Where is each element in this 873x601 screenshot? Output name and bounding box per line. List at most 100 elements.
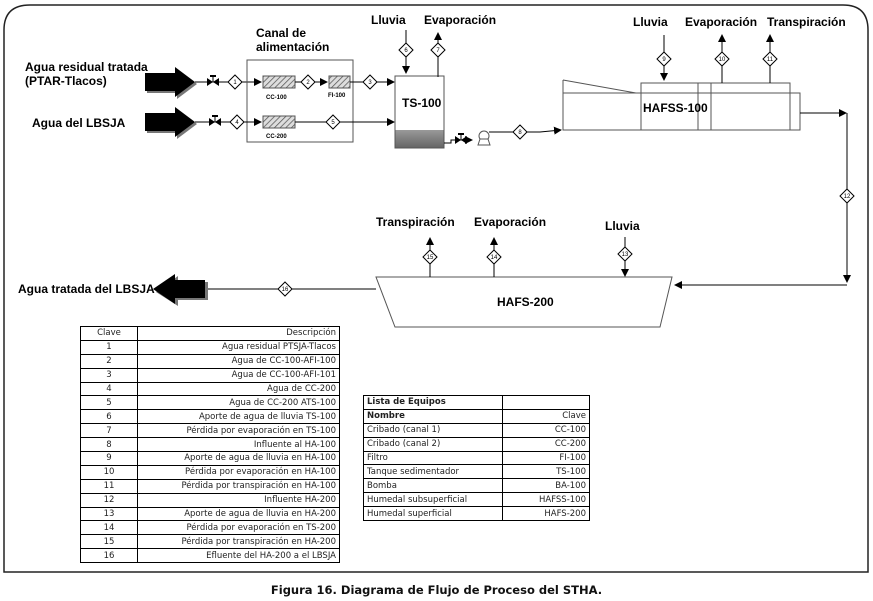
table-cell: HAFSS-100 [502,492,590,508]
cc100-label: CC-100 [266,95,287,101]
table-cell: Pérdida por transpiración en HA-100 [137,478,340,494]
hafs-rain-label: Lluvia [605,219,640,233]
table-cell: CC-100 [502,422,590,438]
table-cell: Agua de CC-200 [137,381,340,397]
table-cell: Aporte de agua de lluvia en HA-100 [137,451,340,466]
table-cell: Cribado (canal 1) [363,422,503,438]
hafss-evap-label: Evaporación [685,15,757,29]
canal-title: alimentación [256,40,329,54]
table-cell: 4 [80,381,138,397]
table-cell: CC-200 [502,436,590,452]
table-cell: 13 [80,506,138,522]
input-label-1a: Agua residual tratada [25,60,148,74]
table-cell: 8 [80,437,138,453]
stream-marker-12: 12 [839,188,855,204]
stream-marker-15: 15 [422,249,438,265]
table-cell: Agua de CC-100-AFI-101 [137,367,340,383]
table-cell: TS-100 [502,464,590,480]
stream-number: 12 [844,194,851,200]
table-cell: 15 [80,534,138,550]
stream-marker-16: 16 [277,281,293,297]
stream-number: 3 [368,80,372,86]
pump-icon [477,130,491,146]
stream-number: 1 [233,80,237,86]
ts-evap-label: Evaporación [424,13,496,27]
hafss100-label: HAFSS-100 [643,101,708,115]
table-cell: Aporte de agua de lluvia en HA-200 [137,506,340,522]
stream-marker-8: 8 [512,124,528,140]
table-cell: Pérdida por transpiración en HA-200 [137,534,340,550]
hafss100-wetland [562,79,801,131]
stream-number: 9 [662,57,666,63]
cc200-label: CC-200 [266,134,287,140]
valve-icon [209,115,221,126]
valve-icon [455,133,467,144]
table-cell: Agua de CC-100-AFI-100 [137,353,340,369]
stream-number: 14 [491,255,498,261]
fi100-filter [328,75,351,89]
hafss-transp-label: Transpiración [767,15,846,29]
hafs-evap-label: Evaporación [474,215,546,229]
table-cell: HAFS-200 [502,506,590,522]
stream-number: 5 [331,120,335,126]
stream-number: 15 [427,255,434,261]
stream-number: 6 [404,48,408,54]
input-label-1b: (PTAR-Tlacos) [25,74,107,88]
stream-number: 16 [282,287,289,293]
stream-number: 13 [622,252,629,258]
table-cell: Pérdida por evaporación en HA-100 [137,464,340,480]
ts100-sediment [395,130,444,148]
ts100-label: TS-100 [402,96,442,110]
table-cell: Tanque sedimentador [363,464,503,480]
table-cell: 5 [80,395,138,411]
table-cell: Influente HA-200 [137,492,340,508]
table-cell: Nombre [363,408,503,424]
cc200-screen [262,115,296,129]
stream-number: 10 [719,57,726,63]
table-row: Cribado (canal 1)CC-100 [363,422,590,438]
canal-title: Canal de [256,26,306,40]
stream-number: 4 [235,120,239,126]
table-cell: 10 [80,464,138,480]
table-cell: 16 [80,548,138,564]
big-arrow-icon [145,107,195,137]
stream-number: 11 [767,57,774,63]
table-cell: Clave [80,326,138,341]
table-cell: Cribado (canal 2) [363,436,503,452]
output-label: Agua tratada del LBSJA [18,282,155,296]
table-cell: Aporte de agua de lluvia TS-100 [137,409,340,425]
table-cell [502,395,590,410]
table-cell: Humedal superficial [363,506,503,522]
hafs-transp-label: Transpiración [376,215,455,229]
hafss-rain-label: Lluvia [633,15,668,29]
stream-number: 7 [436,48,440,54]
table-cell: Pérdida por evaporación en TS-100 [137,423,340,439]
hafs200-wetland [375,276,673,328]
stream-marker-2: 2 [300,74,316,90]
table-cell: Bomba [363,478,503,494]
table-cell: Humedal subsuperficial [363,492,503,508]
stream-marker-4: 4 [229,114,245,130]
table-cell: Efluente del HA-200 a el LBSJA [137,548,340,564]
table-cell: FI-100 [502,450,590,466]
stream-marker-3: 3 [362,74,378,90]
